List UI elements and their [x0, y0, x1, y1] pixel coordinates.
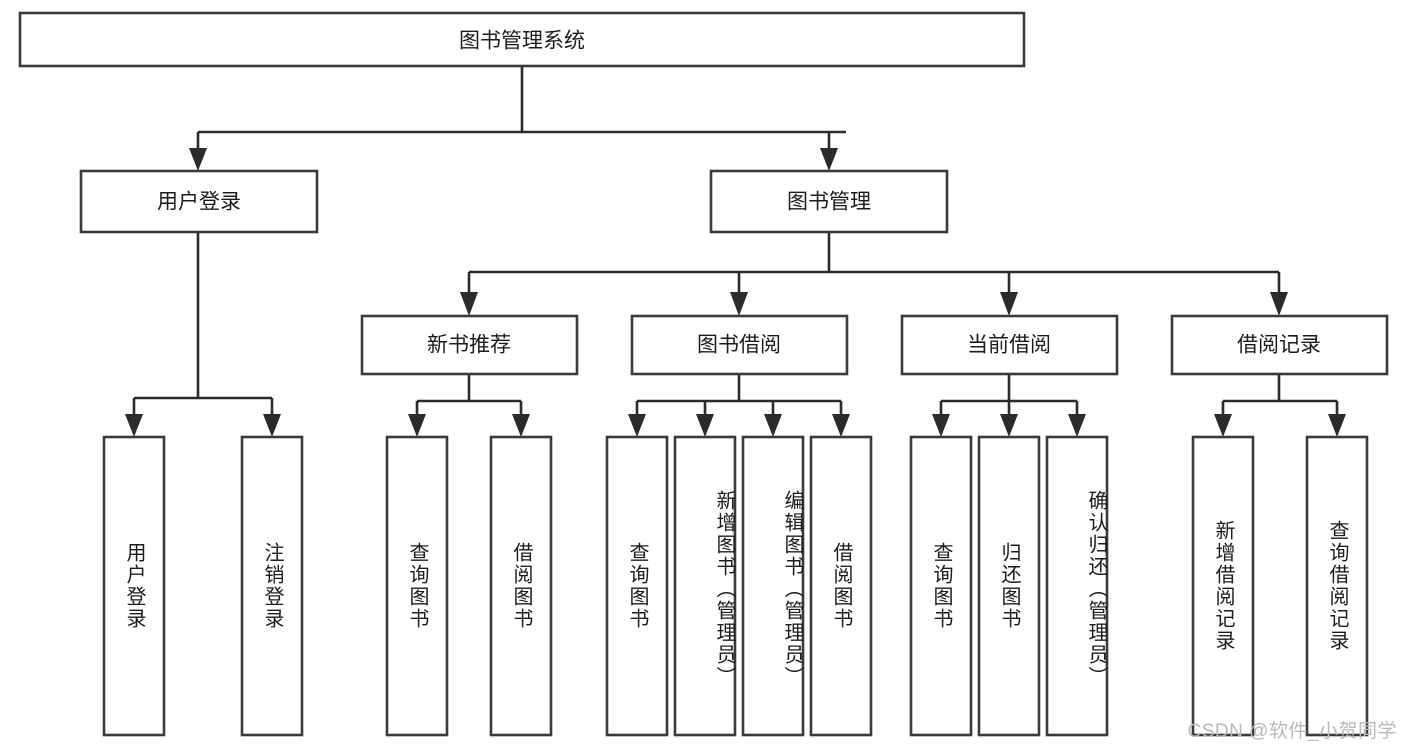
node-root-label: 图书管理系统	[459, 30, 585, 53]
arrow-icon	[263, 414, 281, 437]
connector-user-login-to-leaves	[125, 232, 281, 437]
leaf-node-edit-book[interactable]	[741, 435, 805, 737]
node-book-management-label: 图书管理	[787, 191, 871, 214]
arrow-icon	[730, 292, 748, 316]
arrow-icon	[1328, 414, 1346, 437]
arrow-icon	[125, 414, 143, 437]
node-borrow-record[interactable]: 借阅记录	[1170, 314, 1389, 376]
arrow-icon	[1000, 414, 1018, 437]
csdn-watermark: CSDN @软件_小贺同学	[1187, 721, 1397, 742]
arrow-icon	[512, 414, 530, 437]
leaf-node-borrow-book-2[interactable]	[809, 435, 873, 737]
node-current-borrow-label: 当前借阅	[967, 334, 1051, 357]
leaf-node-logout[interactable]	[240, 435, 304, 737]
leaf-node-confirm-return[interactable]	[1045, 435, 1109, 737]
arrow-icon	[1068, 414, 1086, 437]
arrow-icon	[820, 148, 838, 171]
node-user-login[interactable]: 用户登录	[79, 169, 319, 234]
arrow-icon	[1000, 292, 1018, 316]
arrow-icon	[189, 148, 207, 171]
arrow-icon	[832, 414, 850, 437]
connector-current-borrow-to-leaves	[932, 374, 1086, 437]
node-user-login-label: 用户登录	[157, 191, 241, 214]
leaf-node-query-book-3[interactable]	[909, 435, 973, 737]
leaf-node-query-book-2[interactable]	[605, 435, 669, 737]
leaf-node-add-record[interactable]	[1191, 435, 1255, 737]
connector-root-to-level2	[189, 66, 846, 171]
node-book-borrow[interactable]: 图书借阅	[630, 314, 849, 376]
node-new-book-recommend[interactable]: 新书推荐	[360, 314, 579, 376]
arrow-icon	[696, 414, 714, 437]
arrow-icon	[1214, 414, 1232, 437]
leaf-node-query-record[interactable]	[1305, 435, 1369, 737]
node-current-borrow[interactable]: 当前借阅	[900, 314, 1119, 376]
node-borrow-record-label: 借阅记录	[1237, 334, 1321, 357]
leaf-node-return-book[interactable]	[977, 435, 1041, 737]
leaf-node-add-book[interactable]	[673, 435, 737, 737]
arrow-icon	[628, 414, 646, 437]
arrow-icon	[764, 414, 782, 437]
leaf-node-user-login[interactable]	[102, 435, 166, 737]
leaf-node-borrow-book-1[interactable]	[489, 435, 553, 737]
node-root-book-management-system[interactable]: 图书管理系统	[18, 11, 1026, 68]
node-book-management[interactable]: 图书管理	[709, 169, 949, 234]
connector-new-book-recommend-to-leaves	[408, 374, 530, 437]
node-new-book-recommend-label: 新书推荐	[427, 334, 511, 357]
connector-book-borrow-to-leaves	[628, 374, 850, 437]
arrow-icon	[460, 292, 478, 316]
arrow-icon	[1270, 292, 1288, 316]
node-book-borrow-label: 图书借阅	[697, 334, 781, 357]
arrow-icon	[408, 414, 426, 437]
connector-borrow-record-to-leaves	[1214, 374, 1346, 437]
leaf-node-query-book-1[interactable]	[385, 435, 449, 737]
arrow-icon	[932, 414, 950, 437]
connector-book-management-to-level3	[460, 232, 1288, 316]
